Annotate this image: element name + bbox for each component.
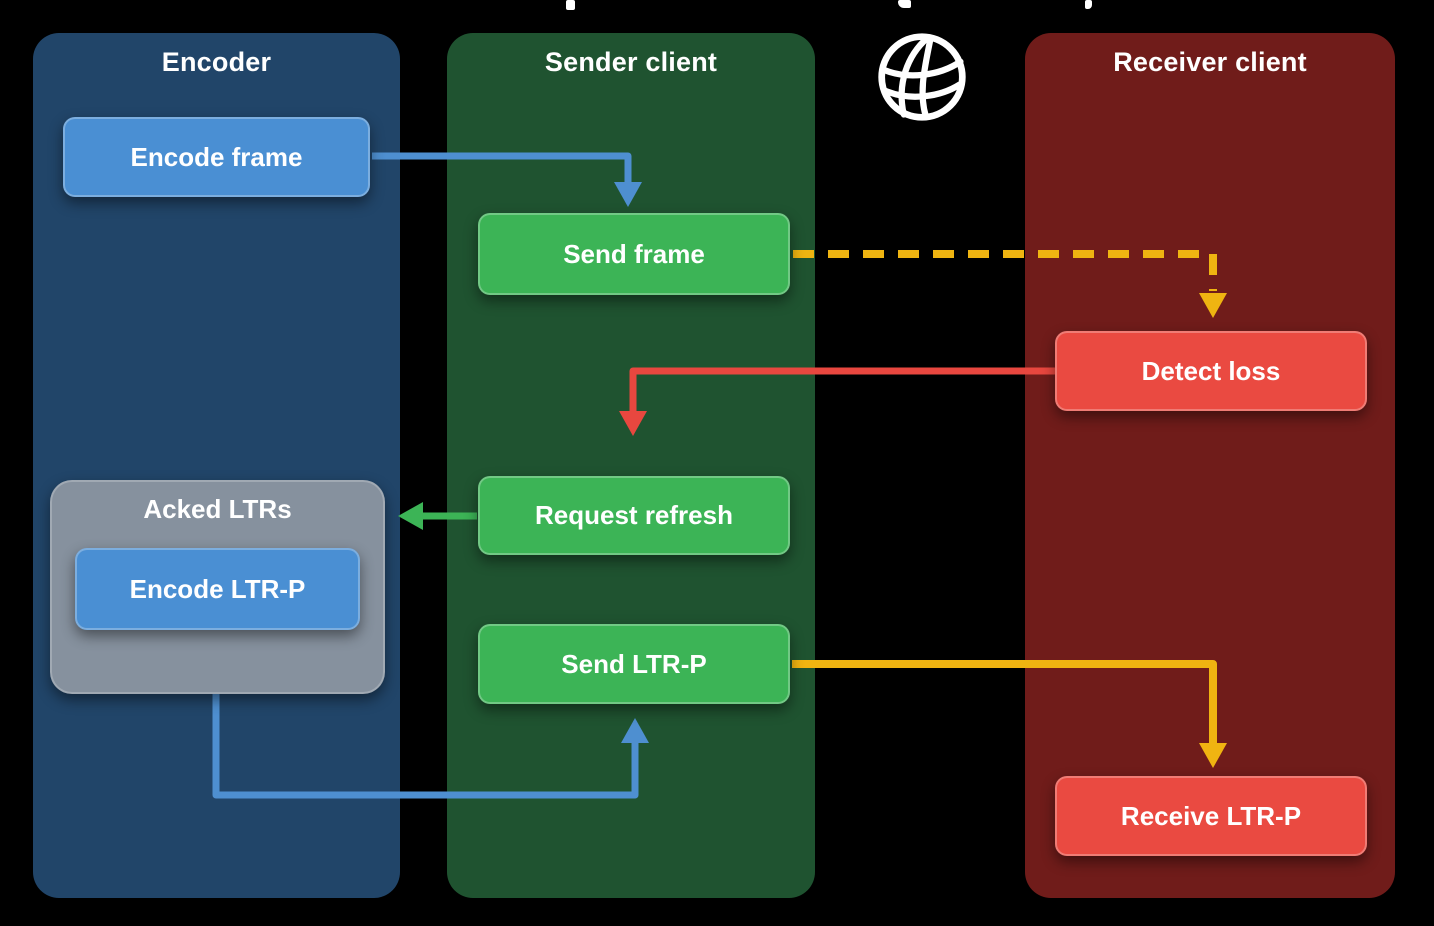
node-label: Encode LTR-P bbox=[129, 573, 306, 604]
node-encode-frame: Encode frame bbox=[63, 117, 370, 197]
group-title: Acked LTRs bbox=[143, 494, 292, 524]
node-send-ltr-p: Send LTR-P bbox=[478, 624, 790, 704]
node-detect-loss: Detect loss bbox=[1055, 331, 1367, 411]
arrowhead-left-icon bbox=[398, 502, 423, 530]
column-title-encoder: Encoder bbox=[161, 47, 272, 77]
node-label: Receive LTR-P bbox=[1120, 800, 1302, 831]
node-send-frame: Send frame bbox=[478, 213, 790, 295]
cropped-text-fragment bbox=[566, 0, 575, 10]
node-label: Detect loss bbox=[1141, 355, 1281, 386]
network-globe-icon bbox=[878, 33, 966, 121]
cropped-text-fragment bbox=[1085, 0, 1092, 9]
node-label: Request refresh bbox=[535, 500, 733, 530]
node-receive-ltr-p: Receive LTR-P bbox=[1055, 776, 1367, 856]
node-label: Encode frame bbox=[130, 141, 303, 172]
column-sender: Sender client bbox=[447, 33, 815, 898]
column-title-receiver: Receiver client bbox=[1113, 47, 1307, 77]
node-label: Send LTR-P bbox=[561, 648, 707, 679]
column-receiver: Receiver client bbox=[1025, 33, 1395, 898]
node-request-refresh: Request refresh bbox=[478, 476, 790, 555]
node-encode-ltr-p: Encode LTR-P bbox=[75, 548, 360, 630]
node-label: Send frame bbox=[563, 238, 705, 269]
cropped-text-fragment bbox=[898, 0, 911, 8]
column-title-sender: Sender client bbox=[544, 47, 718, 77]
